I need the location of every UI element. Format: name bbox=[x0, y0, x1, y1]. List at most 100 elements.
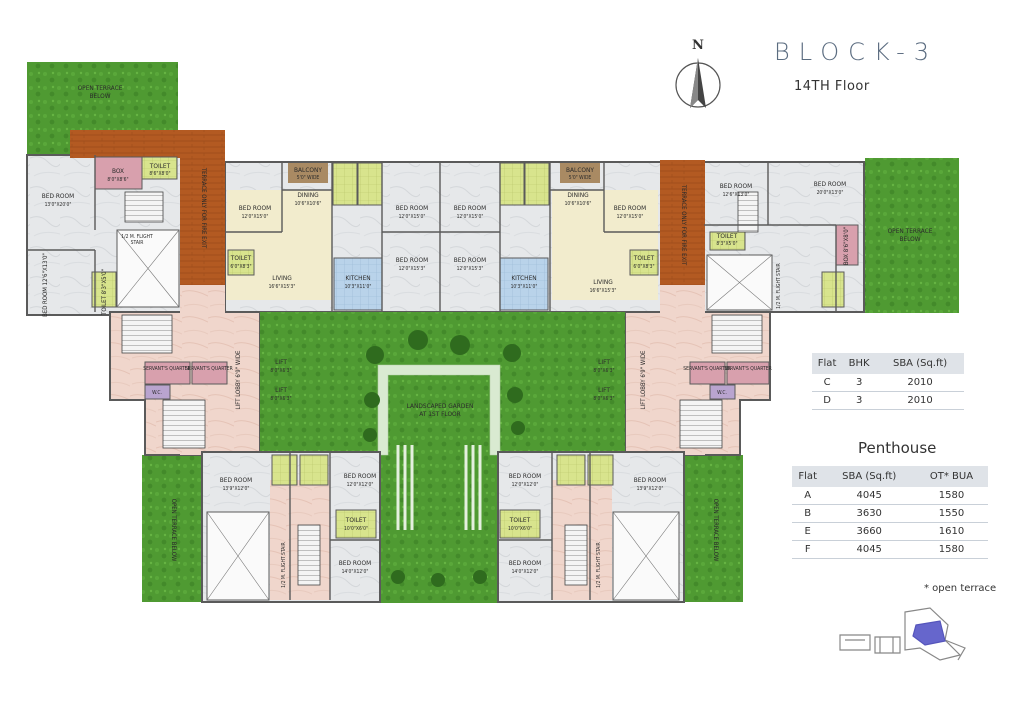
svg-text:BOX: BOX bbox=[112, 167, 124, 175]
fire-exit-terrace-west-vertical bbox=[180, 130, 225, 285]
svg-text:6'0"X8'3": 6'0"X8'3" bbox=[230, 264, 251, 270]
toilet-se2 bbox=[587, 454, 614, 486]
flat-header-flat: Flat bbox=[812, 353, 843, 374]
block-title: BLOCK-3 bbox=[774, 38, 939, 66]
interior-walls bbox=[27, 155, 837, 600]
svg-text:TOILET 8'3"X5'0": TOILET 8'3"X5'0" bbox=[101, 269, 108, 316]
toilet-d3 bbox=[629, 249, 659, 276]
svg-text:8'6"X8'0": 8'6"X8'0" bbox=[149, 171, 170, 177]
terrace-label-nw-l1: OPEN TERRACE bbox=[78, 84, 123, 92]
svg-text:TOILET: TOILET bbox=[716, 232, 738, 240]
table-row: F 4045 1580 bbox=[792, 540, 988, 559]
svg-text:1/2 M. FLIGHT STAIR: 1/2 M. FLIGHT STAIR bbox=[596, 542, 602, 588]
svg-text:BED ROOM: BED ROOM bbox=[720, 182, 752, 190]
svg-text:6'0"X8'3": 6'0"X8'3" bbox=[633, 264, 654, 270]
svg-text:TOILET: TOILET bbox=[345, 516, 367, 524]
sba-cell: 2010 bbox=[876, 391, 964, 410]
svg-text:10'0"X6'0": 10'0"X6'0" bbox=[508, 526, 532, 532]
svg-text:BOX 8'6"X8'0": BOX 8'6"X8'0" bbox=[843, 227, 850, 265]
svg-text:LIFT: LIFT bbox=[598, 386, 610, 394]
svg-text:12'0"X15'0": 12'0"X15'0" bbox=[457, 214, 484, 220]
svg-text:10'0"X6'0": 10'0"X6'0" bbox=[344, 526, 368, 532]
north-compass-icon bbox=[675, 58, 721, 108]
svg-text:8'0"X6'3": 8'0"X6'3" bbox=[593, 368, 614, 374]
svg-text:TOILET: TOILET bbox=[230, 254, 252, 262]
svg-text:SERVANT'S QUARTER: SERVANT'S QUARTER bbox=[724, 366, 771, 372]
svg-text:10'6"X10'6": 10'6"X10'6" bbox=[565, 201, 592, 207]
table-row: C 3 2010 bbox=[812, 374, 964, 392]
flat-cell: A bbox=[792, 487, 824, 505]
svg-text:TOILET: TOILET bbox=[633, 254, 655, 262]
svg-text:12'6"X13'0": 12'6"X13'0" bbox=[723, 192, 750, 198]
sba-cell: 4045 bbox=[823, 487, 915, 505]
ph-header-ot: OT* BUA bbox=[914, 466, 988, 487]
ot-cell: 1550 bbox=[914, 504, 988, 523]
servant-quarter-e1 bbox=[689, 361, 726, 385]
svg-text:BALCONY: BALCONY bbox=[566, 166, 594, 174]
svg-text:12'0"X15'3": 12'0"X15'3" bbox=[399, 266, 426, 272]
svg-text:BED ROOM: BED ROOM bbox=[220, 476, 252, 484]
fire-exit-terrace-east bbox=[660, 160, 705, 285]
svg-text:12'0"X15'0": 12'0"X15'0" bbox=[617, 214, 644, 220]
open-terrace-ne bbox=[865, 158, 959, 313]
flat-cell: B bbox=[792, 504, 824, 523]
svg-text:10'6"X10'6": 10'6"X10'6" bbox=[295, 201, 322, 207]
toilet-c1 bbox=[332, 162, 358, 206]
svg-text:TOILET: TOILET bbox=[149, 162, 171, 170]
void-east bbox=[706, 254, 773, 311]
flat-cell: E bbox=[792, 522, 824, 541]
svg-text:BED ROOM: BED ROOM bbox=[396, 256, 428, 264]
toilet-sw2 bbox=[299, 454, 329, 486]
stair-e-upper bbox=[711, 314, 763, 354]
flat-cell: C bbox=[812, 374, 843, 392]
toilet-c2 bbox=[357, 162, 383, 206]
svg-text:DINING: DINING bbox=[567, 191, 589, 199]
penthouse-title: Penthouse bbox=[858, 439, 937, 457]
svg-text:W.C.: W.C. bbox=[152, 390, 162, 396]
svg-text:BED ROOM: BED ROOM bbox=[42, 192, 74, 200]
svg-text:BED ROOM 12'6"X13'0": BED ROOM 12'6"X13'0" bbox=[42, 253, 49, 317]
svg-text:BED ROOM: BED ROOM bbox=[454, 256, 486, 264]
servant-quarter-w1 bbox=[144, 361, 191, 385]
svg-text:TERRACE ONLY FOR FIRE EXIT: TERRACE ONLY FOR FIRE EXIT bbox=[680, 184, 687, 266]
svg-text:KITCHEN: KITCHEN bbox=[511, 274, 536, 282]
stair-w-lower bbox=[162, 399, 206, 449]
flat-table: Flat BHK SBA (Sq.ft) C 3 2010 D 3 2010 bbox=[812, 353, 964, 410]
svg-text:LIFT LOBBY 6'9" WIDE: LIFT LOBBY 6'9" WIDE bbox=[235, 350, 242, 409]
svg-text:BED ROOM: BED ROOM bbox=[614, 204, 646, 212]
toilet-d1 bbox=[499, 162, 525, 206]
table-row: B 3630 1550 bbox=[792, 504, 988, 523]
svg-text:STAIR: STAIR bbox=[131, 240, 144, 246]
stair-w-upper bbox=[121, 314, 173, 354]
svg-text:10'3"X11'0": 10'3"X11'0" bbox=[511, 284, 538, 290]
bhk-cell: 3 bbox=[842, 374, 877, 392]
svg-text:5'0" WIDE: 5'0" WIDE bbox=[569, 175, 592, 181]
svg-text:5'0" WIDE: 5'0" WIDE bbox=[297, 175, 320, 181]
svg-text:BED ROOM: BED ROOM bbox=[344, 472, 376, 480]
toilet-c3 bbox=[227, 249, 255, 276]
svg-text:BED ROOM: BED ROOM bbox=[339, 559, 371, 567]
flat-header-bhk: BHK bbox=[842, 353, 877, 374]
svg-text:13'9"X12'0": 13'9"X12'0" bbox=[637, 486, 664, 492]
svg-text:12'0"X15'0": 12'0"X15'0" bbox=[399, 214, 426, 220]
toilet-se1 bbox=[556, 454, 586, 486]
sba-cell: 3660 bbox=[823, 522, 915, 541]
toilet-d2 bbox=[524, 162, 550, 206]
svg-text:BED ROOM: BED ROOM bbox=[509, 559, 541, 567]
svg-text:SERVANT'S QUARTER: SERVANT'S QUARTER bbox=[143, 366, 190, 372]
svg-text:OPEN TERRACE BELOW: OPEN TERRACE BELOW bbox=[712, 499, 719, 562]
stair-se bbox=[564, 524, 588, 586]
svg-text:20'0"X13'0": 20'0"X13'0" bbox=[817, 190, 844, 196]
svg-text:LIFT: LIFT bbox=[275, 358, 287, 366]
svg-text:14'0"X12'0": 14'0"X12'0" bbox=[512, 569, 539, 575]
sba-cell: 3630 bbox=[823, 504, 915, 523]
floor-label: 14TH Floor bbox=[794, 79, 870, 94]
compass-letter: N bbox=[692, 38, 704, 53]
svg-text:SERVANT'S QUARTER: SERVANT'S QUARTER bbox=[185, 366, 232, 372]
open-terrace-footnote: * open terrace bbox=[924, 583, 997, 594]
open-terrace-sw bbox=[142, 455, 202, 602]
stair-e-lower bbox=[679, 399, 723, 449]
